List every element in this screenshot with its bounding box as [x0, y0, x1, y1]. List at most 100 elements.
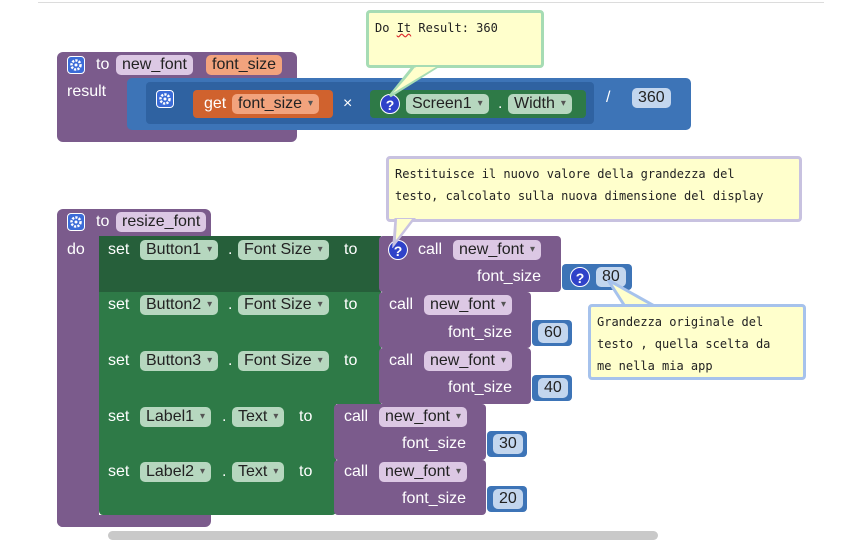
dot-separator: .	[222, 463, 227, 480]
procedure-name: resize_font	[122, 213, 201, 230]
component-dropdown[interactable]: Button1 ▾	[140, 240, 219, 260]
to-label: to	[96, 56, 110, 73]
chevron-down-icon: ▾	[317, 299, 323, 310]
property-name: Font Size	[244, 296, 312, 313]
chevron-down-icon: ▾	[207, 299, 213, 310]
divide-operator: /	[606, 89, 611, 106]
do-it-prefix: Do	[375, 21, 397, 35]
dot-separator: .	[222, 408, 227, 425]
chevron-down-icon: ▾	[308, 98, 314, 109]
chevron-down-icon: ▾	[200, 466, 206, 477]
procedure-resize-font-body[interactable]	[57, 235, 99, 527]
comment-line: Grandezza originale del	[597, 315, 764, 329]
help-icon[interactable]: ?	[380, 94, 400, 114]
component-dropdown[interactable]: Label2 ▾	[140, 462, 212, 482]
to-label: to	[344, 296, 358, 313]
property-dropdown[interactable]: Font Size ▾	[238, 240, 329, 260]
chevron-down-icon: ▾	[500, 355, 506, 366]
procedure-dropdown[interactable]: new_font ▾	[424, 295, 512, 315]
horizontal-scrollbar[interactable]	[108, 531, 658, 540]
number-value: 20	[499, 490, 517, 507]
number-value-field[interactable]: 80	[596, 267, 626, 287]
call-label: call	[389, 296, 414, 313]
chevron-down-icon: ▾	[317, 355, 323, 366]
procedure-dropdown[interactable]: new_font ▾	[379, 462, 467, 482]
chevron-down-icon: ▾	[455, 411, 461, 422]
procedure-dropdown[interactable]: new_font ▾	[453, 240, 541, 260]
chevron-down-icon: ▾	[273, 411, 279, 422]
top-divider	[38, 2, 824, 3]
new-font-description-comment[interactable]: Restituisce il nuovo valore della grande…	[386, 156, 802, 222]
property-name: Text	[238, 463, 268, 480]
set-label: set	[108, 296, 130, 313]
help-icon[interactable]: ?	[570, 267, 590, 287]
property-name: Text	[238, 408, 268, 425]
chevron-down-icon: ▾	[207, 244, 213, 255]
get-variable-name: font_size	[238, 95, 303, 112]
arg-label: font_size	[402, 490, 467, 507]
component-dropdown[interactable]: Button2 ▾	[140, 295, 219, 315]
to-label: to	[299, 463, 313, 480]
property-dropdown[interactable]: Width ▾	[508, 94, 572, 114]
do-label: do	[67, 241, 85, 258]
property-dropdown[interactable]: Font Size ▾	[238, 351, 329, 371]
chevron-down-icon: ▾	[560, 98, 566, 109]
do-it-underlined: It	[396, 21, 412, 35]
do-it-suffix: Result: 360	[411, 21, 498, 35]
procedure-name-field[interactable]: new_font	[116, 55, 193, 75]
chevron-down-icon: ▾	[200, 411, 206, 422]
gear-icon[interactable]	[156, 90, 174, 108]
set-label: set	[108, 241, 130, 258]
comment-line: Restituisce il nuovo valore della grande…	[395, 167, 735, 181]
call-label: call	[389, 352, 414, 369]
property-dropdown[interactable]: Text ▾	[232, 407, 285, 427]
number-value-field[interactable]: 60	[538, 323, 568, 343]
divisor-number[interactable]: 360	[632, 88, 671, 108]
original-size-comment[interactable]: Grandezza originale del testo , quella s…	[588, 304, 806, 380]
arg-label: font_size	[448, 379, 513, 396]
get-label: get	[204, 95, 227, 112]
to-label: to	[344, 352, 358, 369]
number-value-field[interactable]: 30	[493, 434, 523, 454]
component-name: Label2	[146, 463, 195, 480]
component-dropdown[interactable]: Button3 ▾	[140, 351, 219, 371]
component-name: Button1	[146, 241, 202, 258]
gear-icon[interactable]	[67, 56, 85, 74]
arg-label: font_size	[448, 324, 513, 341]
number-value: 80	[602, 268, 620, 285]
component-dropdown[interactable]: Screen1 ▾	[406, 94, 489, 114]
gear-icon[interactable]	[67, 213, 85, 231]
procedure-dropdown[interactable]: new_font ▾	[424, 351, 512, 371]
chevron-down-icon: ▾	[207, 355, 213, 366]
component-name: Label1	[146, 408, 195, 425]
component-name: Button2	[146, 296, 202, 313]
component-dropdown[interactable]: Label1 ▾	[140, 407, 212, 427]
procedure-name: new_font	[430, 296, 495, 313]
comment-pointer	[388, 66, 441, 98]
property-dropdown[interactable]: Font Size ▾	[238, 295, 329, 315]
to-label: to	[96, 213, 110, 230]
property-name: Font Size	[244, 352, 312, 369]
property-name: Font Size	[244, 241, 312, 258]
param-font-size[interactable]: font_size	[206, 55, 283, 75]
dot-separator: .	[228, 241, 233, 258]
set-label2-text-block[interactable]	[99, 460, 336, 515]
number-value-field[interactable]: 20	[493, 489, 523, 509]
procedure-dropdown[interactable]: new_font ▾	[379, 407, 467, 427]
number-value: 60	[544, 324, 562, 341]
param-name: font_size	[212, 56, 277, 73]
set-label: set	[108, 463, 130, 480]
set-label: set	[108, 408, 130, 425]
do-it-result-comment[interactable]: Do It Result: 360	[366, 10, 544, 68]
property-dropdown[interactable]: Text ▾	[232, 462, 285, 482]
component-name: Button3	[146, 352, 202, 369]
number-value-field[interactable]: 40	[538, 378, 568, 398]
result-label: result	[67, 83, 107, 100]
call-label: call	[344, 408, 369, 425]
set-label1-text-block[interactable]	[99, 404, 336, 460]
procedure-name: new_font	[385, 408, 450, 425]
procedure-resize-font-footer[interactable]	[57, 515, 211, 527]
comment-line: testo , quella scelta da	[597, 337, 771, 351]
get-variable-dropdown[interactable]: font_size ▾	[232, 94, 320, 114]
procedure-name-field[interactable]: resize_font	[116, 212, 207, 232]
